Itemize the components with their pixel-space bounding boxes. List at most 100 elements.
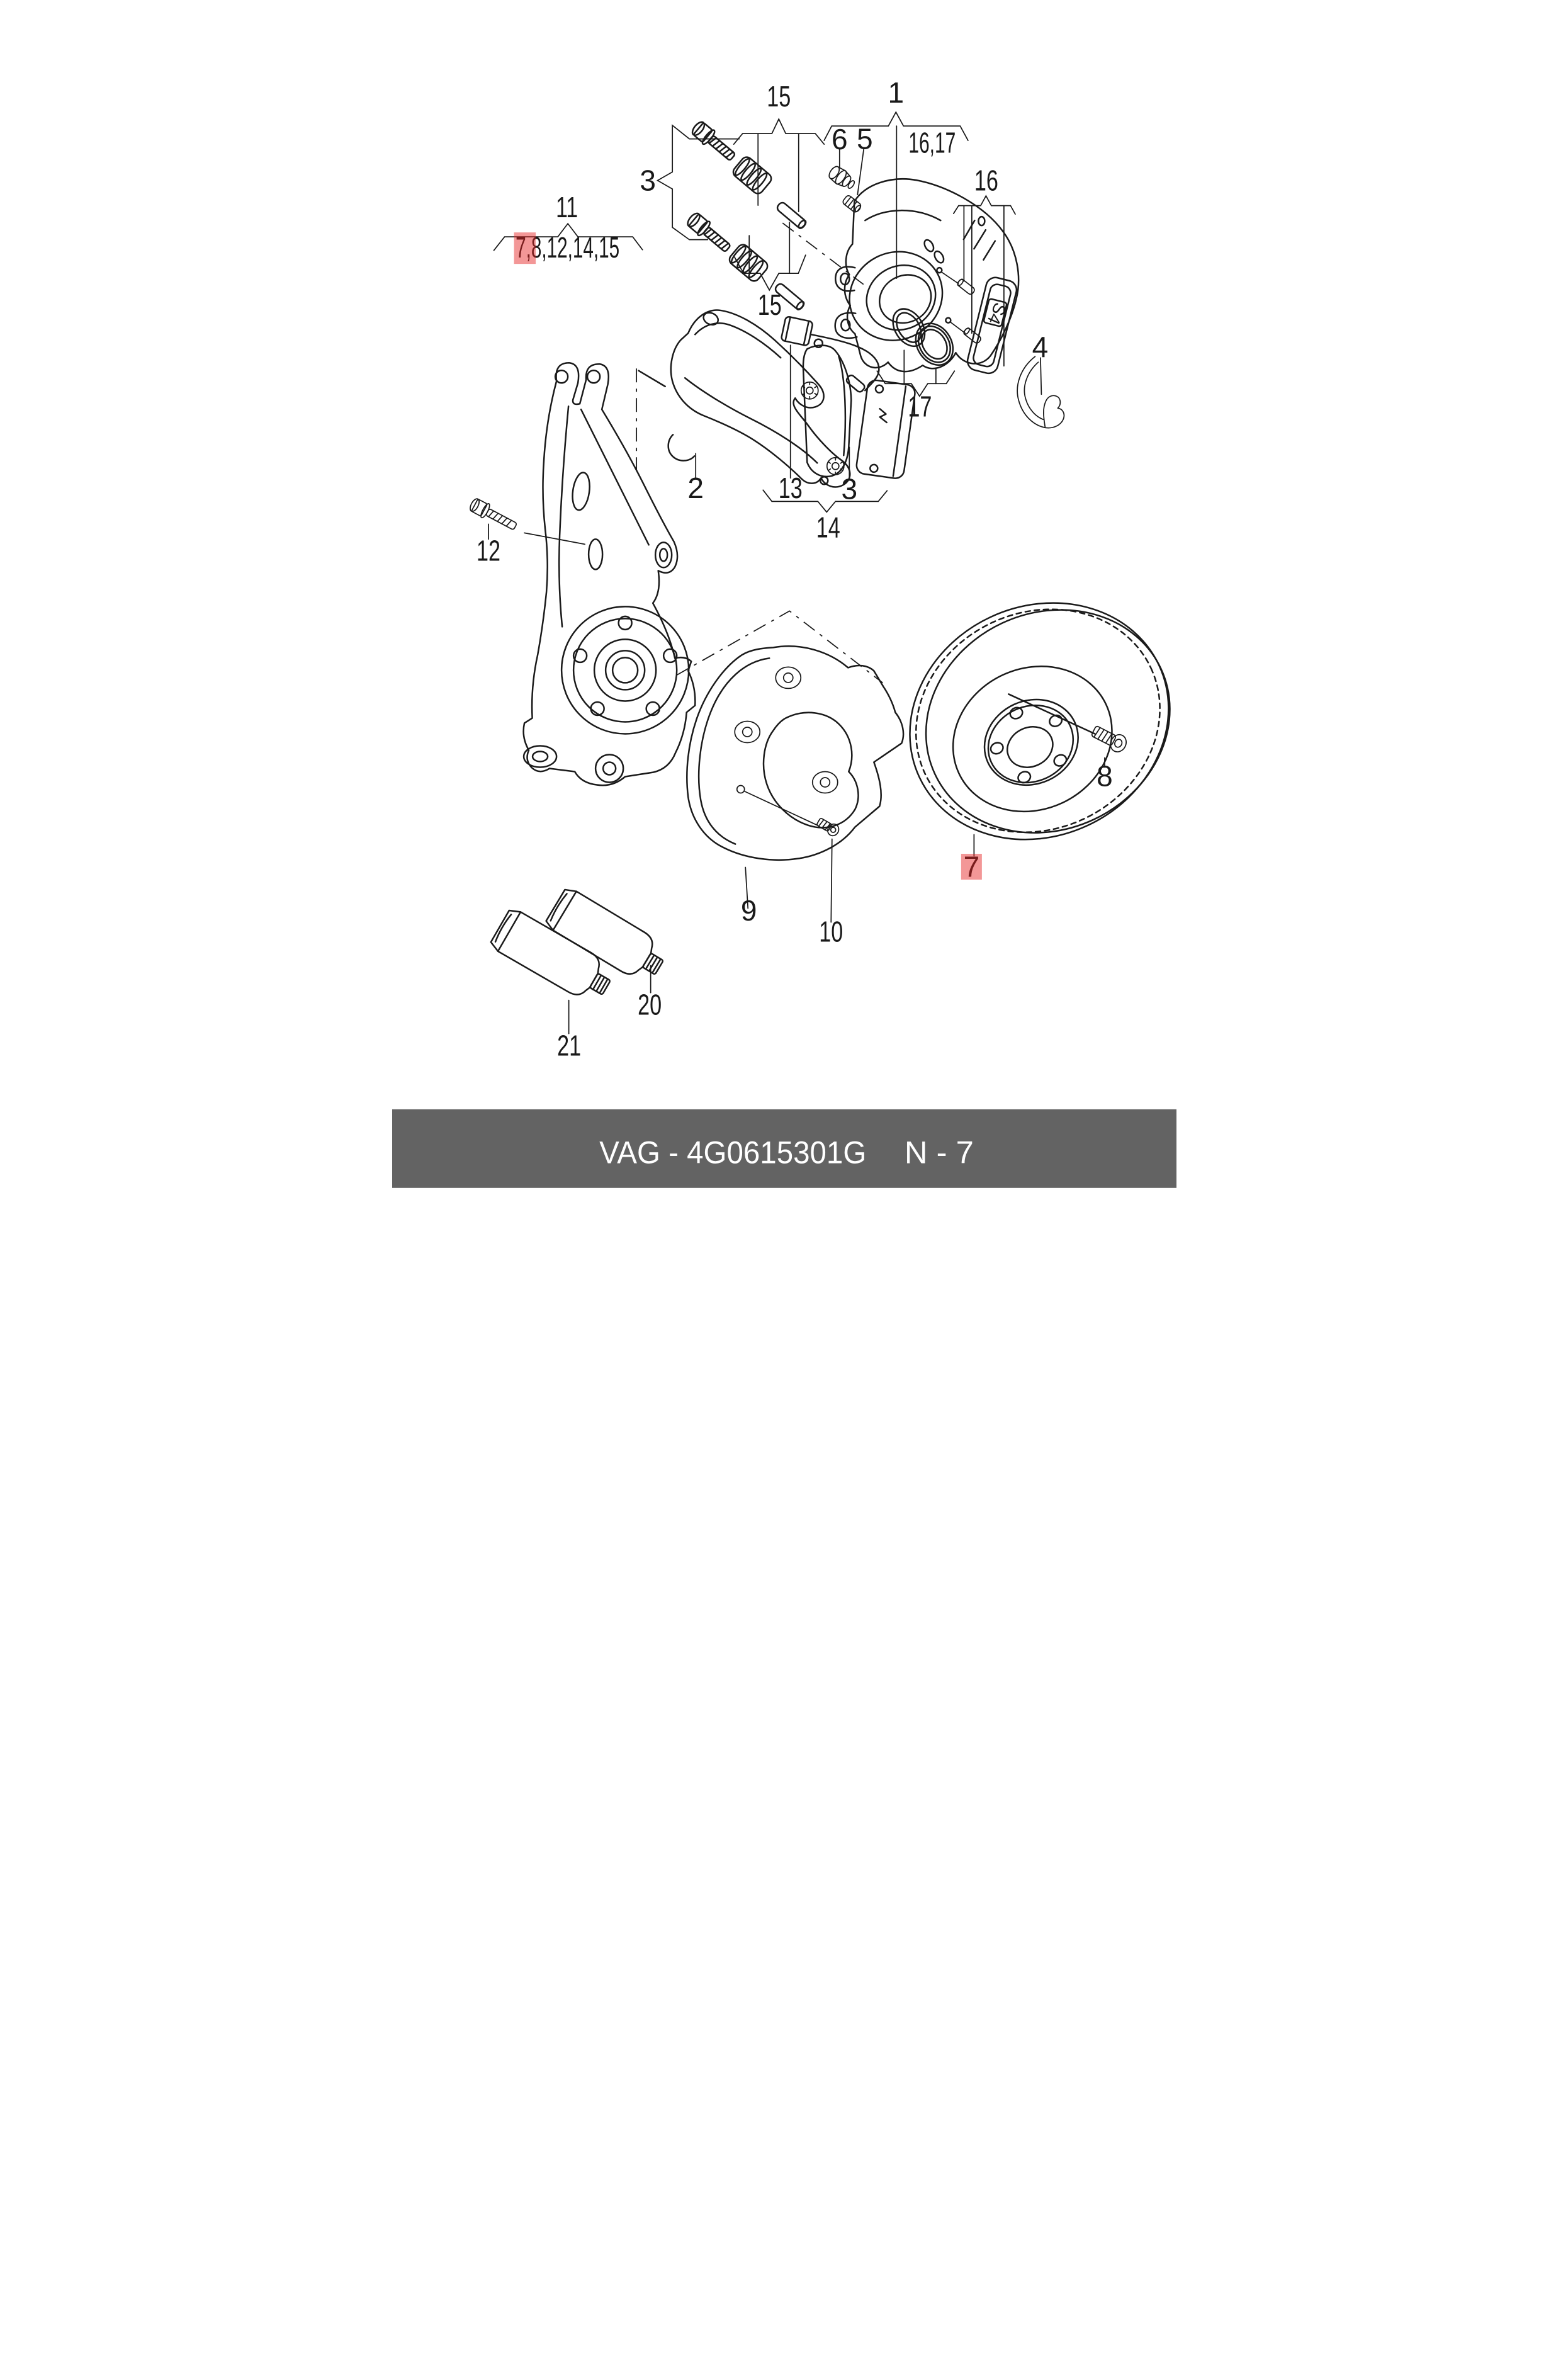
pad-ear-hole [869,463,879,473]
bleed-screw [842,195,861,213]
parts-diagram-page: S4 [392,0,1176,1188]
inner-pad [855,379,916,479]
screw-ribs [843,196,857,210]
ear-hole-lower [840,318,851,332]
tube-crimp [490,909,521,953]
pin-end [797,219,806,229]
callout-21: 21 [557,1029,581,1062]
lightening-hole [587,538,603,570]
callout-1: 1 [888,76,904,109]
pin-hole-upper [935,266,943,274]
callout-15-lower: 15 [757,288,781,321]
grease-tube-20 [544,888,663,975]
outer-pad [802,344,852,478]
torx-screw-upper [800,381,819,400]
footer-part-code: VAG - 4G0615301G [599,1135,866,1170]
lightening-hole [571,472,590,511]
callout-6: 6 [831,123,847,156]
shield-outline [685,645,904,861]
hub-center [604,650,645,691]
bolt-threads [708,137,734,159]
mount-dome [733,720,760,744]
screw-head [826,823,839,837]
dust-ring-inner [920,329,948,360]
leader-5 [856,148,864,195]
caliper-carrier-drawing [637,309,851,488]
boot-rib [740,162,756,181]
lug-hole [1017,771,1031,784]
callout-2: 2 [687,472,704,504]
bracket-17 [876,370,955,397]
outer-pad-lining [837,354,846,456]
screw-threads [1093,727,1112,744]
knuckle-outline [522,361,696,786]
callout-labels: 15 1 6 5 16,17 3 11 16 4 15 17 2 13 3 14… [477,76,1113,1062]
footer-background [392,1109,1176,1188]
torx-star [805,386,814,395]
disc-face [925,609,1171,834]
footer-bar: VAG - 4G0615301G N - 7 [392,1109,1176,1188]
steering-knuckle-drawing [522,361,696,786]
leader-15-lower [748,222,790,275]
torx-star [831,462,840,470]
bracket-11 [493,222,643,251]
s4-cover-plate: S4 [966,276,1017,375]
callout-16: 16 [974,164,998,197]
guide-boot [728,244,768,282]
piston-bore-inner [865,264,936,331]
clamp-bolt-hole [586,369,601,384]
pin-leader [940,271,966,334]
grease-tube-21 [490,909,611,995]
callout-7-disc: 7 [963,851,979,883]
callout-10: 10 [819,915,843,948]
shield-screw [816,818,839,837]
knuckle-bolt [469,498,517,530]
vent-slot [933,250,944,264]
pin-cap [956,278,964,286]
hub-flange [560,606,689,735]
leader-16 [962,205,1005,367]
torx-lobes [801,381,818,400]
bushing-eye-inner [602,761,616,776]
tube-body [497,911,600,995]
callout-3-pads: 3 [841,472,857,505]
callout-17: 17 [908,390,932,422]
callout-3-bolts: 3 [640,164,656,197]
mount-dome [774,666,801,689]
axis-line-caliper [782,222,864,285]
bleeder-cap [828,166,855,189]
disc-screw [1091,725,1127,752]
leader-lines [487,125,1105,1034]
pin-end [795,300,804,310]
shield-inner-rim [697,657,770,845]
vent-slot [923,239,934,252]
carrier-bushing [702,312,719,326]
clip-curve [1016,356,1064,429]
callout-16-17: 16,17 [908,127,956,159]
brake-disc-drawing [908,602,1171,841]
carrier-foot [667,434,695,462]
highlight-part-7-list[interactable] [514,232,536,264]
hat-edge [983,698,1079,786]
caliper-outline [843,178,1019,373]
caliper-ear-lower [834,312,858,339]
dust-ring-outer [915,322,954,366]
caliper-ear-upper [834,266,856,292]
highlight-part-7-disc[interactable] [961,854,982,880]
boot-rib [730,246,747,264]
bracket-15-lower [733,254,806,292]
screw-socket [830,827,837,833]
guide-boot [732,156,772,195]
boot-rib [748,260,764,278]
brake-caliper-drawing [834,178,1019,373]
pin-cap [962,327,970,336]
bracket-1 [823,111,969,141]
callout-8: 8 [1097,759,1113,792]
bracket-15-top [733,118,825,145]
carrier-dash-tick [637,370,666,387]
hub-center-raised [593,638,657,702]
mount-dome [811,771,838,794]
bolt-head [688,213,708,234]
callout-20: 20 [638,989,662,1021]
axis-line-hub-disc [675,610,883,684]
